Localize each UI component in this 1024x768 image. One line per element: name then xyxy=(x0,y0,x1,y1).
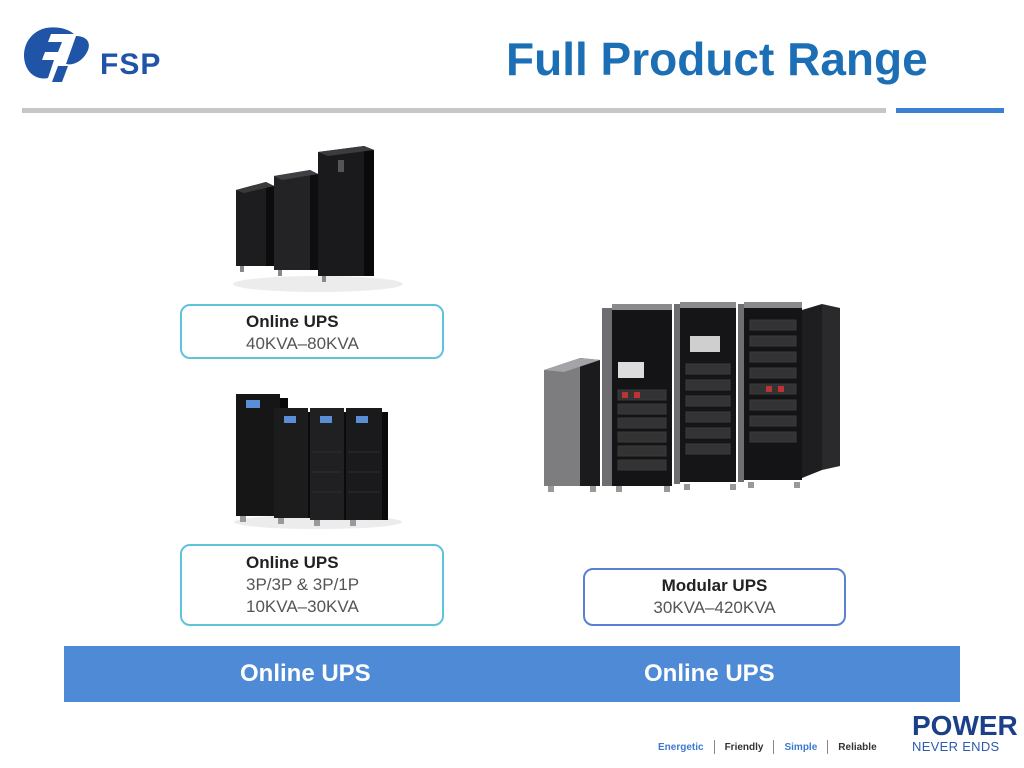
footer-tagline: Energetic Friendly Simple Reliable xyxy=(648,740,887,754)
product-label-line: 3P/3P & 3P/1P xyxy=(246,575,360,594)
product-label-online-ups-40-80kva: Online UPS 40KVA–80KVA xyxy=(180,304,444,359)
modular-ups-image xyxy=(544,302,840,492)
product-label-line: 30KVA–420KVA xyxy=(653,598,776,617)
footer-tag-divider xyxy=(827,740,829,754)
footer-tag: Energetic xyxy=(658,741,704,753)
fsp-logo xyxy=(24,27,89,82)
product-label-title: Online UPS xyxy=(246,312,339,331)
product-label-line: 10KVA–30KVA xyxy=(246,597,359,616)
online-ups-10-30kva-image xyxy=(234,394,402,529)
product-label-online-ups-10-30kva: Online UPS 3P/3P & 3P/1P 10KVA–30KVA xyxy=(180,544,444,626)
header-rule-blue xyxy=(896,108,1004,113)
product-label-title: Online UPS xyxy=(246,553,339,572)
footer-tag-divider xyxy=(713,740,715,754)
footer-tag: Friendly xyxy=(724,741,764,753)
footer-tag-divider xyxy=(773,740,775,754)
page-title: Full Product Range xyxy=(506,33,928,85)
footer-tag: Simple xyxy=(784,741,818,753)
footer-tag: Reliable xyxy=(838,741,877,753)
logo-text: FSP xyxy=(100,48,162,81)
category-band xyxy=(64,646,960,702)
product-label-title: Modular UPS xyxy=(661,576,768,595)
product-label-line: 40KVA–80KVA xyxy=(246,334,359,353)
header-rule-gray xyxy=(22,108,886,113)
brand-line-power: POWER xyxy=(912,710,1018,741)
brand-line-never-ends: NEVER ENDS xyxy=(912,739,1000,754)
online-ups-40-80kva-image xyxy=(233,146,403,292)
category-band-left: Online UPS xyxy=(240,660,371,687)
power-never-ends-logo: POWER NEVER ENDS xyxy=(912,712,1018,754)
category-band-right: Online UPS xyxy=(644,660,775,687)
product-label-modular-ups: Modular UPS 30KVA–420KVA xyxy=(583,568,846,626)
